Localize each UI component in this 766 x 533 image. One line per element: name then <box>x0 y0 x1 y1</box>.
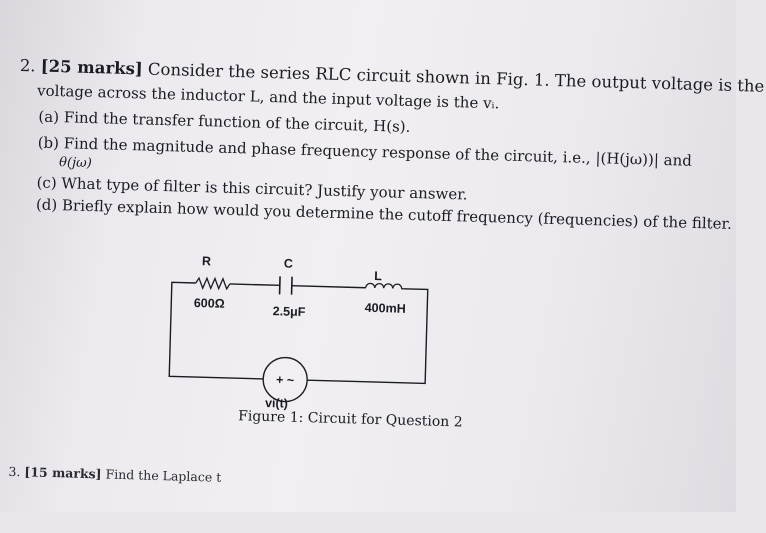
circuit-svg: + ~ R 600Ω C 2.5μF L 400mH vi(t) <box>168 254 429 411</box>
question-number: 2. <box>19 56 36 76</box>
resistor-symbol <box>195 276 231 291</box>
capacitor-value: 2.5μF <box>273 304 306 319</box>
circuit-wires <box>168 281 429 385</box>
ac-source-sign: + ~ <box>276 373 294 387</box>
capacitor-symbol <box>278 276 293 295</box>
resistor-value: 600Ω <box>194 296 225 311</box>
source-label: vi(t) <box>265 396 288 411</box>
ac-source-symbol <box>262 356 308 403</box>
part-b-line1: (b) Find the magnitude and phase frequen… <box>37 133 693 170</box>
next-question-text: Find the Laplace t <box>105 466 222 485</box>
inductor-label: L <box>374 269 382 283</box>
next-question-marks: [15 marks] <box>24 464 102 482</box>
part-a: (a) Find the transfer function of the ci… <box>38 107 411 136</box>
part-b-line2: θ(jω) <box>58 155 92 172</box>
capacitor-label: C <box>284 256 293 270</box>
inductor-symbol <box>365 282 404 290</box>
question-3-preview: 3. [15 marks] Find the Laplace t <box>8 464 221 485</box>
resistor-label: R <box>202 254 211 268</box>
question-marks: [25 marks] <box>40 56 143 79</box>
next-question-number: 3. <box>8 463 21 480</box>
exam-sheet: 2. [25 marks] Consider the series RLC ci… <box>8 56 764 485</box>
rlc-circuit-diagram: + ~ R 600Ω C 2.5μF L 400mH vi(t) <box>164 244 438 411</box>
inductor-value: 400mH <box>365 301 406 316</box>
photo-page: 2. [25 marks] Consider the series RLC ci… <box>0 0 765 512</box>
